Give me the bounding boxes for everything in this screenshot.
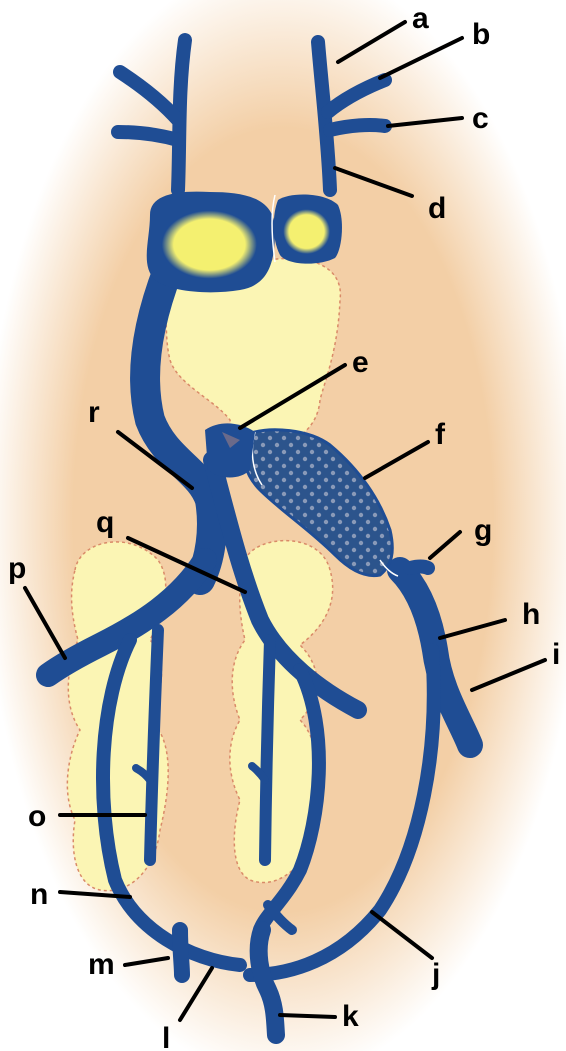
sinus-venosus-junction (205, 423, 255, 477)
label-h: h (522, 598, 540, 631)
label-k: k (342, 1000, 359, 1033)
left-sinus-highlight (162, 211, 257, 279)
label-a: a (412, 2, 429, 35)
label-r: r (88, 396, 100, 429)
left-head-branch-2 (118, 132, 178, 140)
left-inner-vein (150, 630, 158, 860)
label-n: n (30, 878, 48, 911)
label-f: f (435, 418, 446, 451)
stub-g (410, 567, 428, 569)
label-l: l (162, 1022, 170, 1051)
right-sinus-highlight (283, 209, 330, 254)
right-head-branch-c (330, 125, 385, 130)
label-o: o (28, 800, 46, 833)
center-inner-vein (265, 640, 270, 860)
bottom-vein-m (180, 930, 182, 975)
label-c: c (472, 102, 489, 135)
label-g: g (474, 514, 492, 547)
label-i: i (552, 638, 560, 671)
leader-k (280, 1015, 335, 1017)
label-q: q (96, 506, 114, 539)
label-e: e (352, 346, 369, 379)
label-m: m (88, 948, 115, 981)
label-p: p (8, 552, 26, 585)
label-j: j (431, 958, 440, 991)
label-d: d (428, 192, 446, 225)
label-b: b (472, 18, 490, 51)
